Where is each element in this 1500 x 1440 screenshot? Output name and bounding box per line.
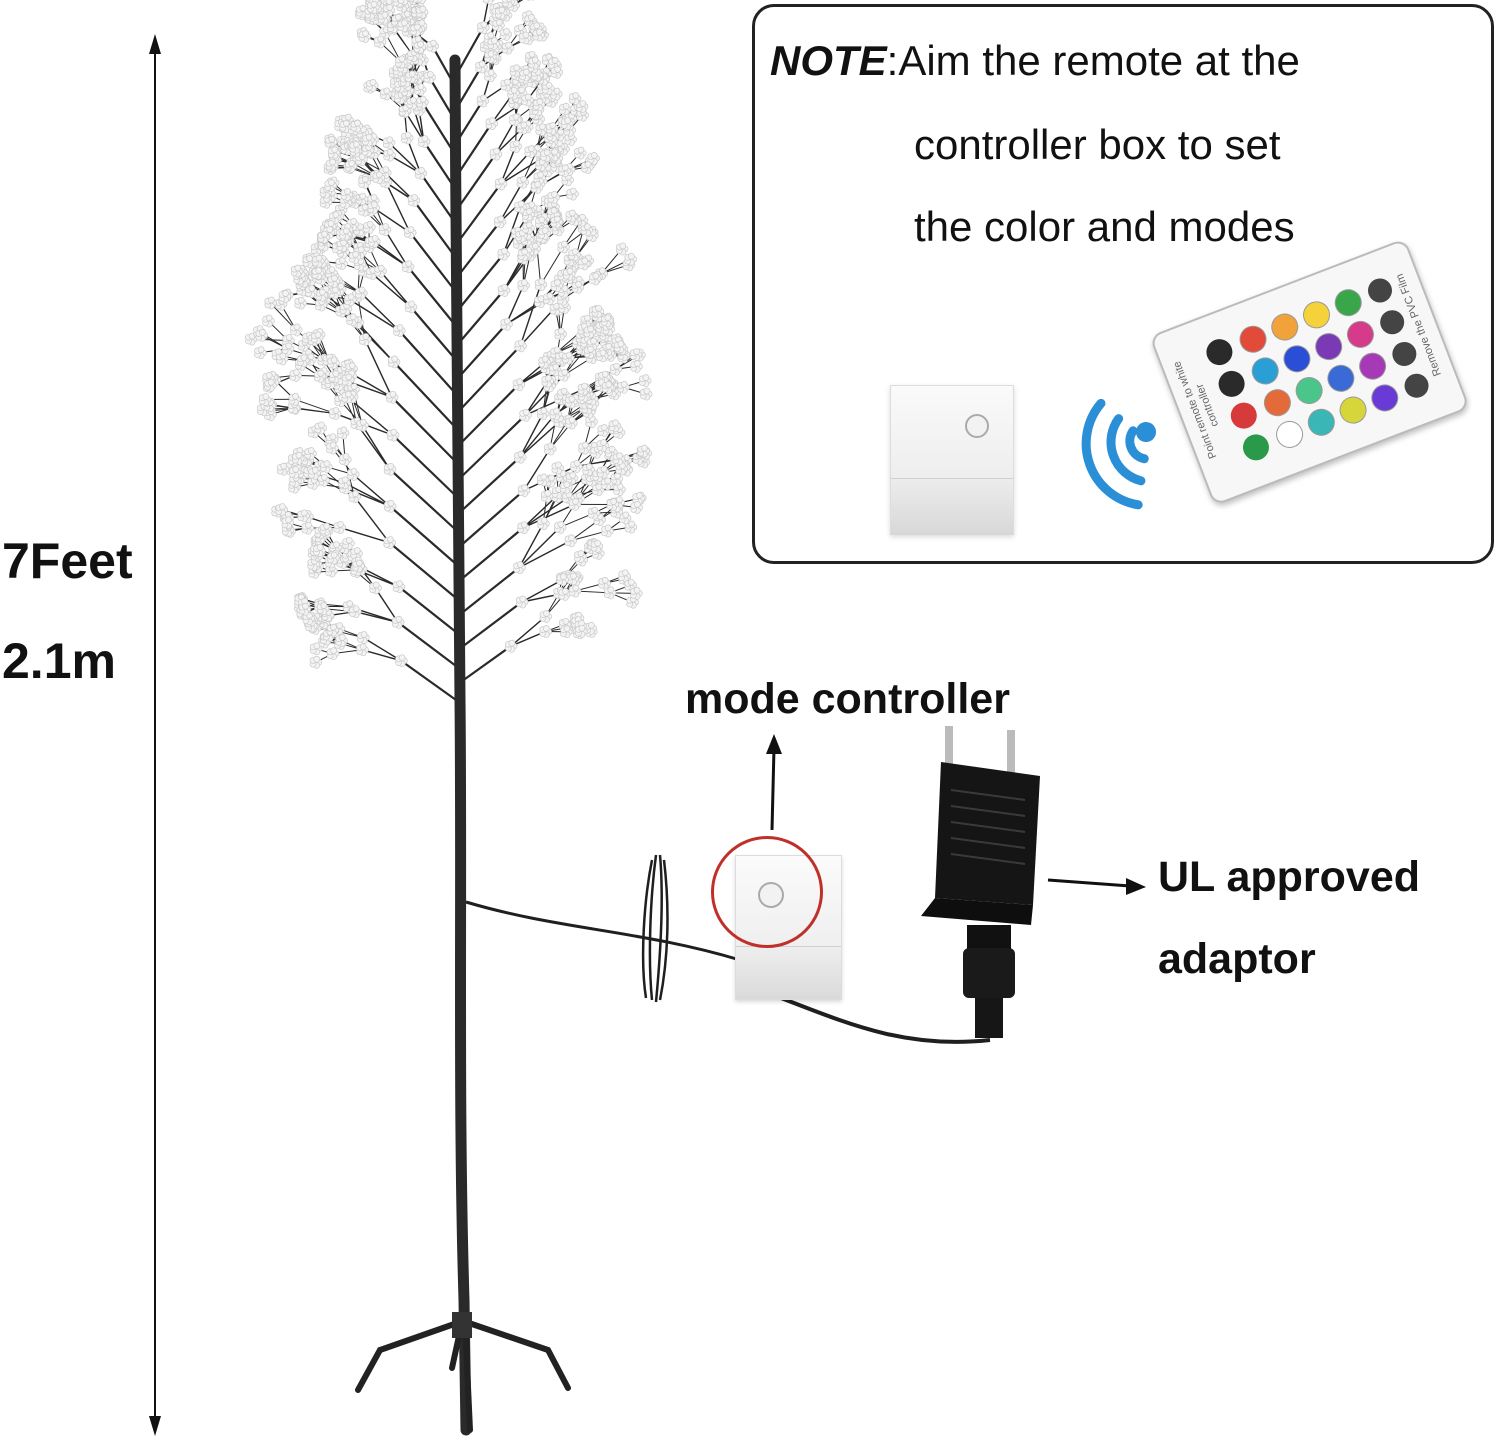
remote-button: [1203, 335, 1237, 369]
remote-color-button: [1261, 386, 1295, 420]
note-controller-button: [965, 414, 989, 438]
remote-color-button: [1305, 405, 1339, 439]
mode-controller-label: mode controller: [685, 678, 1010, 721]
remote-button: [1239, 431, 1273, 465]
wireless-signal-icon: [1058, 388, 1168, 510]
remote-color-button: [1280, 342, 1314, 376]
remote-color-button: [1331, 286, 1365, 320]
remote-color-button: [1356, 349, 1390, 383]
remote-color-button: [1292, 374, 1326, 408]
remote-color-button: [1273, 418, 1307, 452]
remote-color-button: [1324, 362, 1358, 396]
remote-mode-button: [1377, 307, 1408, 338]
note-line-1: NOTE:Aim the remote at the: [770, 40, 1300, 82]
ul-adaptor: [915, 720, 1045, 1050]
remote-mode-button: [1401, 370, 1432, 401]
note-controller-clip: [891, 478, 1013, 535]
remote-color-button: [1248, 354, 1282, 388]
controller-clip: [736, 946, 841, 999]
remote-color-button: [1312, 330, 1346, 364]
note-controller-box: [890, 385, 1014, 535]
remote-mode-button: [1389, 338, 1420, 369]
remote-button: [1215, 367, 1249, 401]
remote-color-button: [1268, 310, 1302, 344]
note-lead: NOTE: [770, 37, 887, 84]
remote-color-button: [1336, 393, 1370, 427]
adaptor-arrow: [1046, 870, 1150, 900]
note-line-3: the color and modes: [914, 206, 1295, 248]
note-text-1: :Aim the remote at the: [887, 37, 1300, 84]
remote-color-button: [1344, 318, 1378, 352]
note-line-2: controller box to set: [914, 124, 1281, 166]
remote-button: [1227, 399, 1261, 433]
remote-mode-button: [1364, 275, 1395, 306]
adaptor-label-line1: UL approved: [1158, 856, 1420, 899]
adaptor-label-line2: adaptor: [1158, 938, 1316, 981]
mode-controller-arrow: [760, 730, 790, 834]
remote-color-button: [1368, 381, 1402, 415]
remote-color-button: [1300, 298, 1334, 332]
controller-highlight-circle: [711, 836, 823, 948]
remote-color-button: [1236, 322, 1270, 356]
